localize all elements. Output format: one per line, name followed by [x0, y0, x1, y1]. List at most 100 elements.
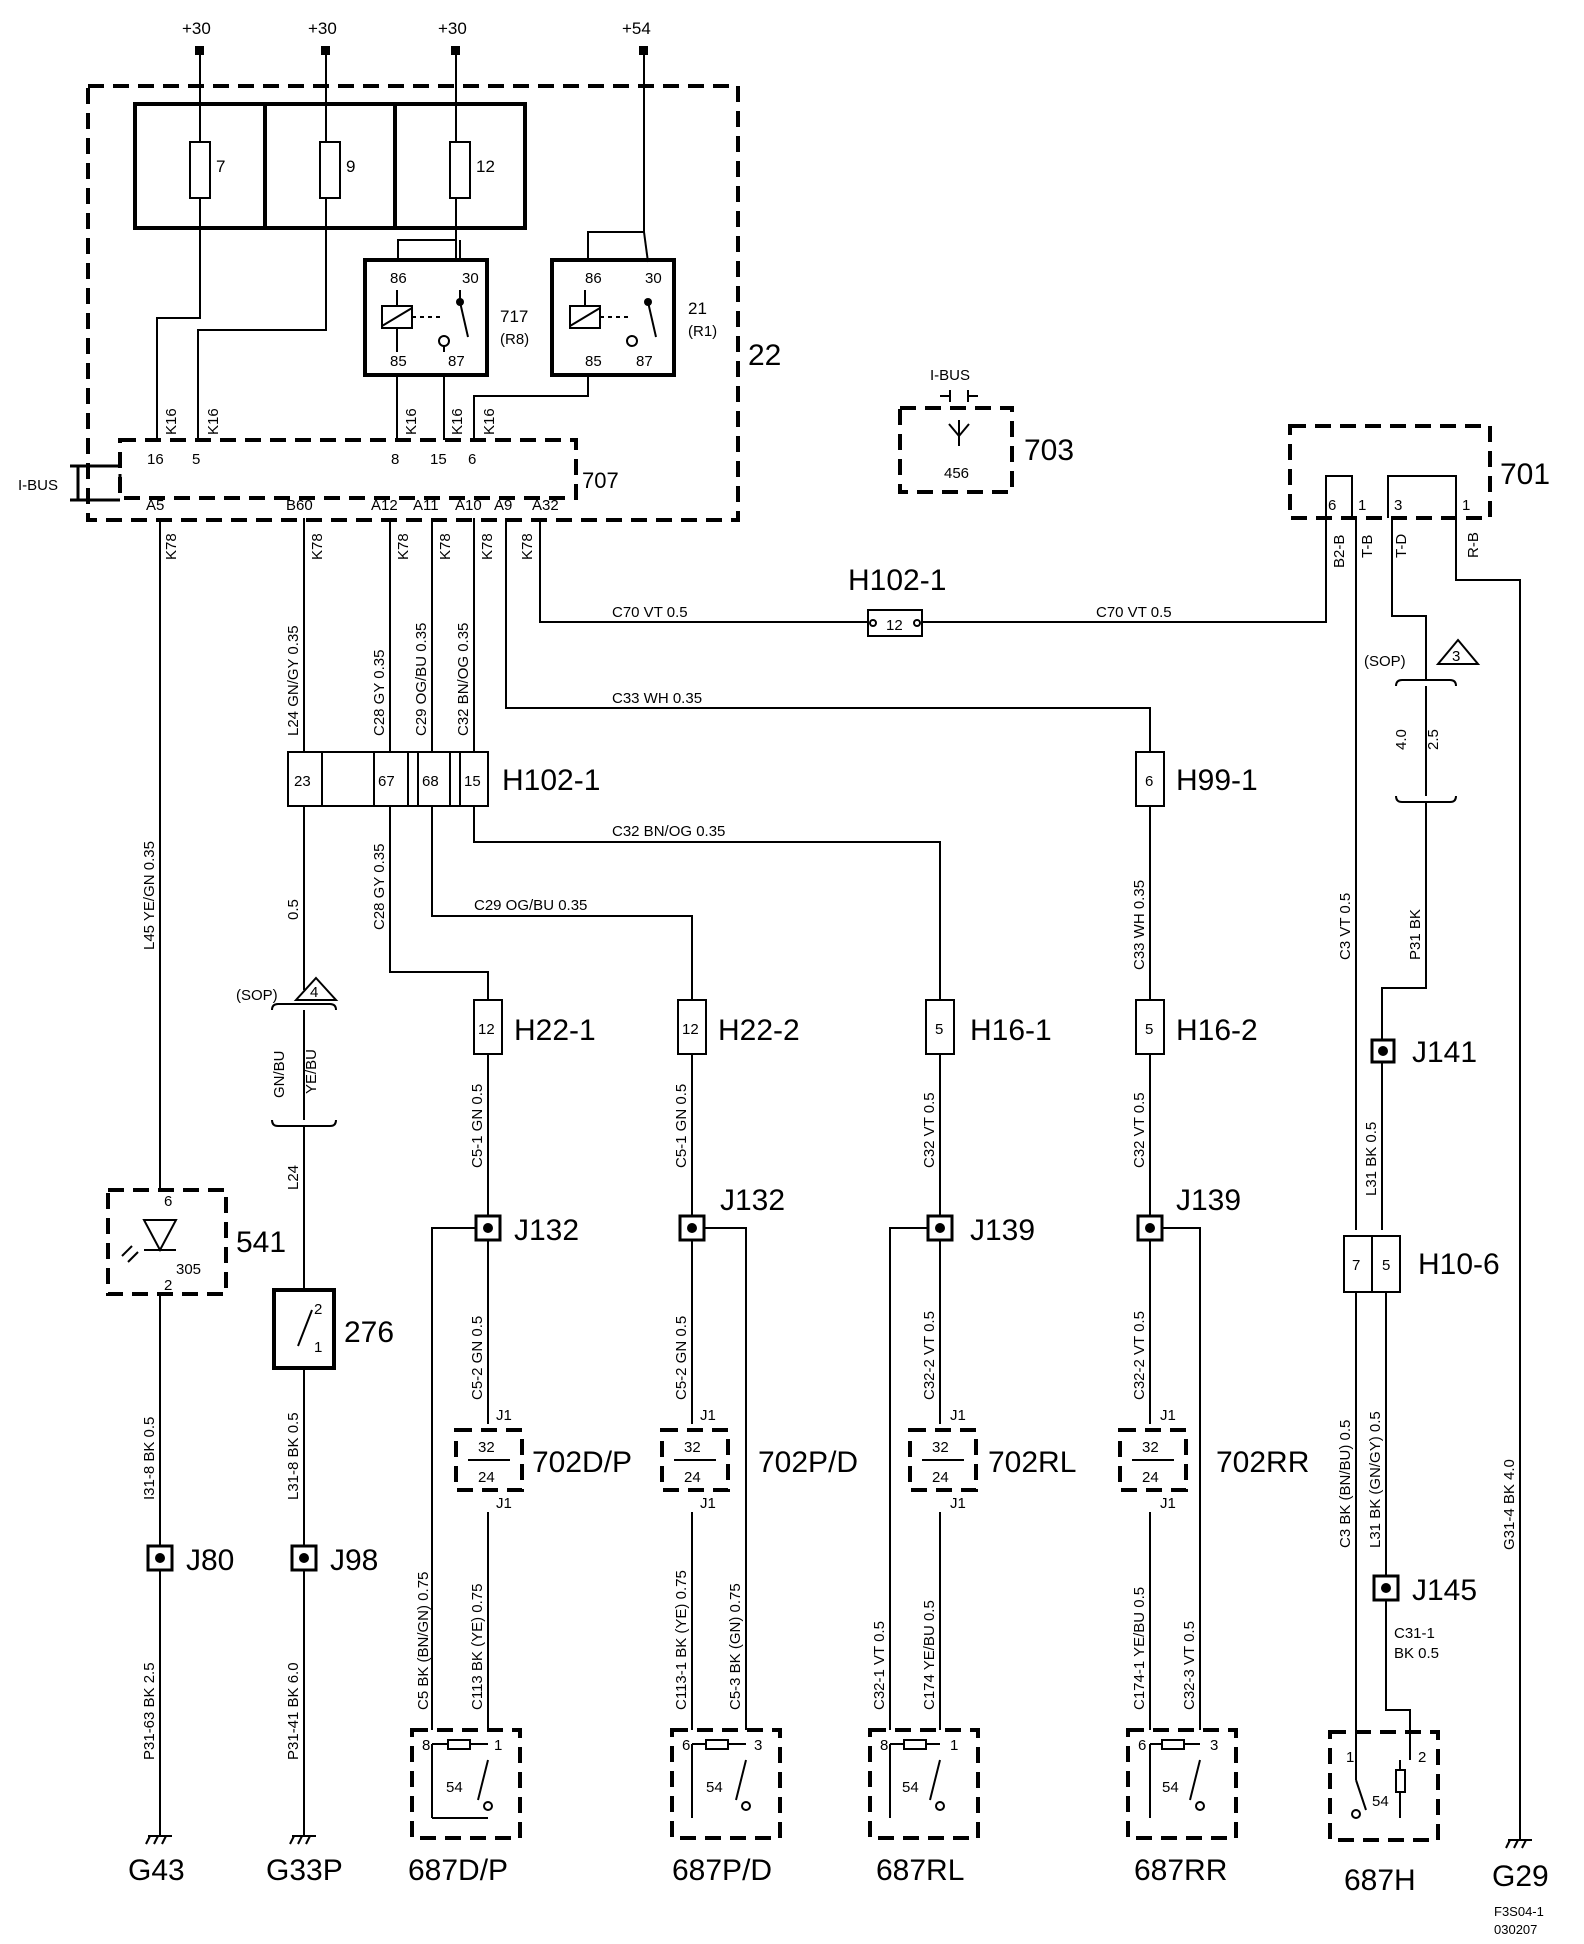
ground-id: G43: [128, 1854, 185, 1887]
pin-label: 87: [448, 353, 465, 370]
wire-label: K16: [205, 408, 222, 435]
ibus-label: I-BUS: [930, 367, 970, 384]
ground-symbol-icon: [145, 1835, 172, 1845]
connector-id: H22-2: [718, 1014, 800, 1047]
wire-label: L24 GN/GY 0.35: [285, 625, 302, 736]
ground-symbol-icon: [1505, 1839, 1532, 1849]
pin-label: 6: [1145, 773, 1153, 790]
power-terminals: +30 +30 +30 +54: [182, 19, 651, 55]
pin-label: 6: [164, 1193, 172, 1210]
door-module-id: 702RL: [988, 1446, 1076, 1479]
pin-label: 8: [880, 1737, 888, 1754]
relay-id: 717: [500, 307, 528, 326]
fuse-label: 7: [216, 157, 225, 176]
connector-id: H22-1: [514, 1014, 596, 1047]
pin-label: 6: [1328, 497, 1336, 514]
pin-label: 24: [478, 1469, 495, 1486]
pin-label: A5: [146, 497, 164, 514]
wire-label: K16: [481, 408, 498, 435]
wire-label: C31-1: [1394, 1625, 1435, 1642]
wire-label: K78: [437, 533, 454, 560]
wire-label: L45 YE/GN 0.35: [141, 841, 158, 950]
pin-label: 2: [314, 1301, 322, 1318]
k78-labels: K78 K78 K78 K78 K78 K78 K78: [163, 533, 536, 560]
wire-label: C5-2 GN 0.5: [469, 1316, 486, 1400]
ground-symbol-icon: [289, 1835, 316, 1845]
fuse-label: 12: [476, 157, 495, 176]
wire-label: C32-1 VT 0.5: [871, 1621, 888, 1710]
wire-label: P31 BK: [1407, 909, 1424, 960]
pin-label: 3: [754, 1737, 762, 1754]
pin-label: 32: [932, 1439, 949, 1456]
relay-sub: (R1): [688, 323, 717, 340]
wire-label: K78: [519, 533, 536, 560]
door-module-id: 702D/P: [532, 1446, 632, 1479]
relay-id: 21: [688, 299, 707, 318]
door-module-702dp: J1 32 24 J1 702D/P: [454, 1407, 632, 1512]
grounds: G43 G33P G29: [128, 1835, 1549, 1893]
wire-label: C113-1 BK (YE) 0.75: [673, 1570, 690, 1710]
note-number: 3: [1452, 648, 1460, 665]
component-number: 54: [706, 1779, 723, 1796]
pin-label: J1: [950, 1495, 966, 1512]
wire-label: K78: [479, 533, 496, 560]
module-22-outline: [86, 84, 740, 522]
switches-687: 8 1 54 687D/P 6 3 54 687P/D: [408, 1728, 1440, 1897]
pin-label: A11: [413, 497, 439, 514]
connector-id: H102-1: [502, 764, 600, 797]
wire-label: K16: [163, 408, 180, 435]
fuse-label: 9: [346, 157, 355, 176]
module-22-label: 22: [748, 339, 781, 372]
note-number: 4: [310, 984, 318, 1001]
component-number: 54: [902, 1779, 919, 1796]
pin-label: J1: [700, 1407, 716, 1424]
splices-lower: J80 J98 J145 C31-1 BK 0.5: [146, 1544, 1477, 1662]
wire-label: I31-8 BK 0.5: [141, 1417, 158, 1500]
component-701: 701 6 1 3 1 B2-B T-B T-D R-B: [1288, 424, 1550, 568]
pin-label: 16: [147, 451, 164, 468]
connector-id: H102-1: [848, 564, 946, 597]
wire-label: C32-3 VT 0.5: [1181, 1621, 1198, 1710]
wire-label: C5 BK (BN/GN) 0.75: [415, 1572, 432, 1710]
switch-687h: 1 2 54 687H: [1328, 1730, 1440, 1897]
connector-h10-6: 7 5 H10-6: [1343, 1235, 1500, 1293]
splice-id: J139: [970, 1214, 1035, 1247]
pin-label: J1: [496, 1407, 512, 1424]
k16-labels: K16 K16 K16 K16 K16: [163, 408, 498, 435]
pin-label: A9: [494, 497, 512, 514]
switch-687pd: 6 3 54 687P/D: [670, 1728, 782, 1887]
pin-label: 6: [682, 1737, 690, 1754]
component-id: 703: [1024, 434, 1074, 467]
module-707: 707 16 5 8 15 6 A5 B60 A12 A11 A10 A9 A3…: [118, 438, 619, 514]
power-label: +30: [438, 19, 467, 38]
fuse-block: 7 9 12: [133, 102, 527, 230]
pin-label: 2: [1418, 1749, 1426, 1766]
pin-label: J1: [1160, 1495, 1176, 1512]
sop-right: (SOP) 3 4.0 2.5: [1364, 638, 1481, 803]
wire-label: C32 BN/OG 0.35: [612, 823, 725, 840]
switch-687rr: 6 3 54 687RR: [1126, 1728, 1238, 1887]
switch-687rl: 8 1 54 687RL: [868, 1728, 980, 1887]
switch-687dp: 8 1 54 687D/P: [408, 1728, 522, 1887]
pin-label: 85: [585, 353, 602, 370]
wire-label: K78: [309, 533, 326, 560]
door-module-702pd: J1 32 24 J1 702P/D: [660, 1407, 858, 1512]
wire-label: P31-63 BK 2.5: [141, 1662, 158, 1760]
ground-id: G29: [1492, 1860, 1549, 1893]
component-id: 701: [1500, 458, 1550, 491]
component-703: I-BUS 456 703: [898, 367, 1074, 494]
wire-label: G31-4 BK 4.0: [1501, 1459, 1518, 1550]
ibus-connector: I-BUS: [18, 464, 122, 502]
wire-label: C33 WH 0.35: [612, 690, 702, 707]
wire-label: C32 BN/OG 0.35: [455, 623, 472, 736]
wire-label: C70 VT 0.5: [612, 604, 688, 621]
power-label: +54: [622, 19, 651, 38]
pin-label: 3: [1394, 497, 1402, 514]
door-modules: J1 32 24 J1 702D/P J1 32 24 J1 702P/D J1…: [454, 1407, 1309, 1512]
wire-label: C33 WH 0.35: [1131, 880, 1148, 970]
wire-label: C3 VT 0.5: [1337, 893, 1354, 960]
pin-label: 12: [682, 1021, 699, 1038]
pin-label: J1: [496, 1495, 512, 1512]
connector-h99: 6 H99-1: [1135, 751, 1258, 807]
pin-label: 87: [636, 353, 653, 370]
